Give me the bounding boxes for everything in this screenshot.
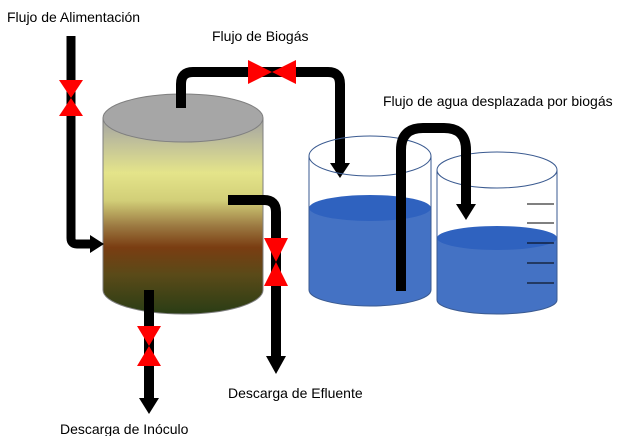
siphon-pipe	[396, 123, 476, 291]
feed-valve-icon[interactable]	[59, 80, 83, 116]
measuring-scale	[527, 203, 554, 284]
displaced-water-label: Flujo de agua desplazada por biogás	[383, 93, 613, 109]
gas-collection-vessel	[308, 135, 432, 307]
biogas-pipe	[176, 60, 350, 178]
measuring-vessel	[436, 151, 558, 315]
biogas-arrow-icon	[330, 163, 350, 178]
effluent-pipe	[228, 195, 288, 374]
biogas-valve-icon[interactable]	[248, 60, 296, 84]
inoculum-discharge-label: Descarga de Inóculo	[60, 421, 189, 436]
biogas-flow-label: Flujo de Biogás	[212, 28, 309, 44]
inoculum-arrow-icon	[139, 398, 159, 414]
digester-body	[102, 117, 264, 315]
inoculum-pipe	[137, 290, 161, 414]
effluent-discharge-label: Descarga de Efluente	[228, 385, 363, 401]
feed-arrow-icon	[90, 235, 104, 253]
feed-flow-label: Flujo de Alimentación	[7, 9, 140, 25]
effluent-arrow-icon	[266, 356, 286, 374]
inoculum-valve-icon[interactable]	[137, 326, 161, 366]
feed-pipe	[59, 36, 104, 253]
siphon-arrow-icon	[456, 204, 476, 220]
effluent-valve-icon[interactable]	[264, 238, 288, 286]
